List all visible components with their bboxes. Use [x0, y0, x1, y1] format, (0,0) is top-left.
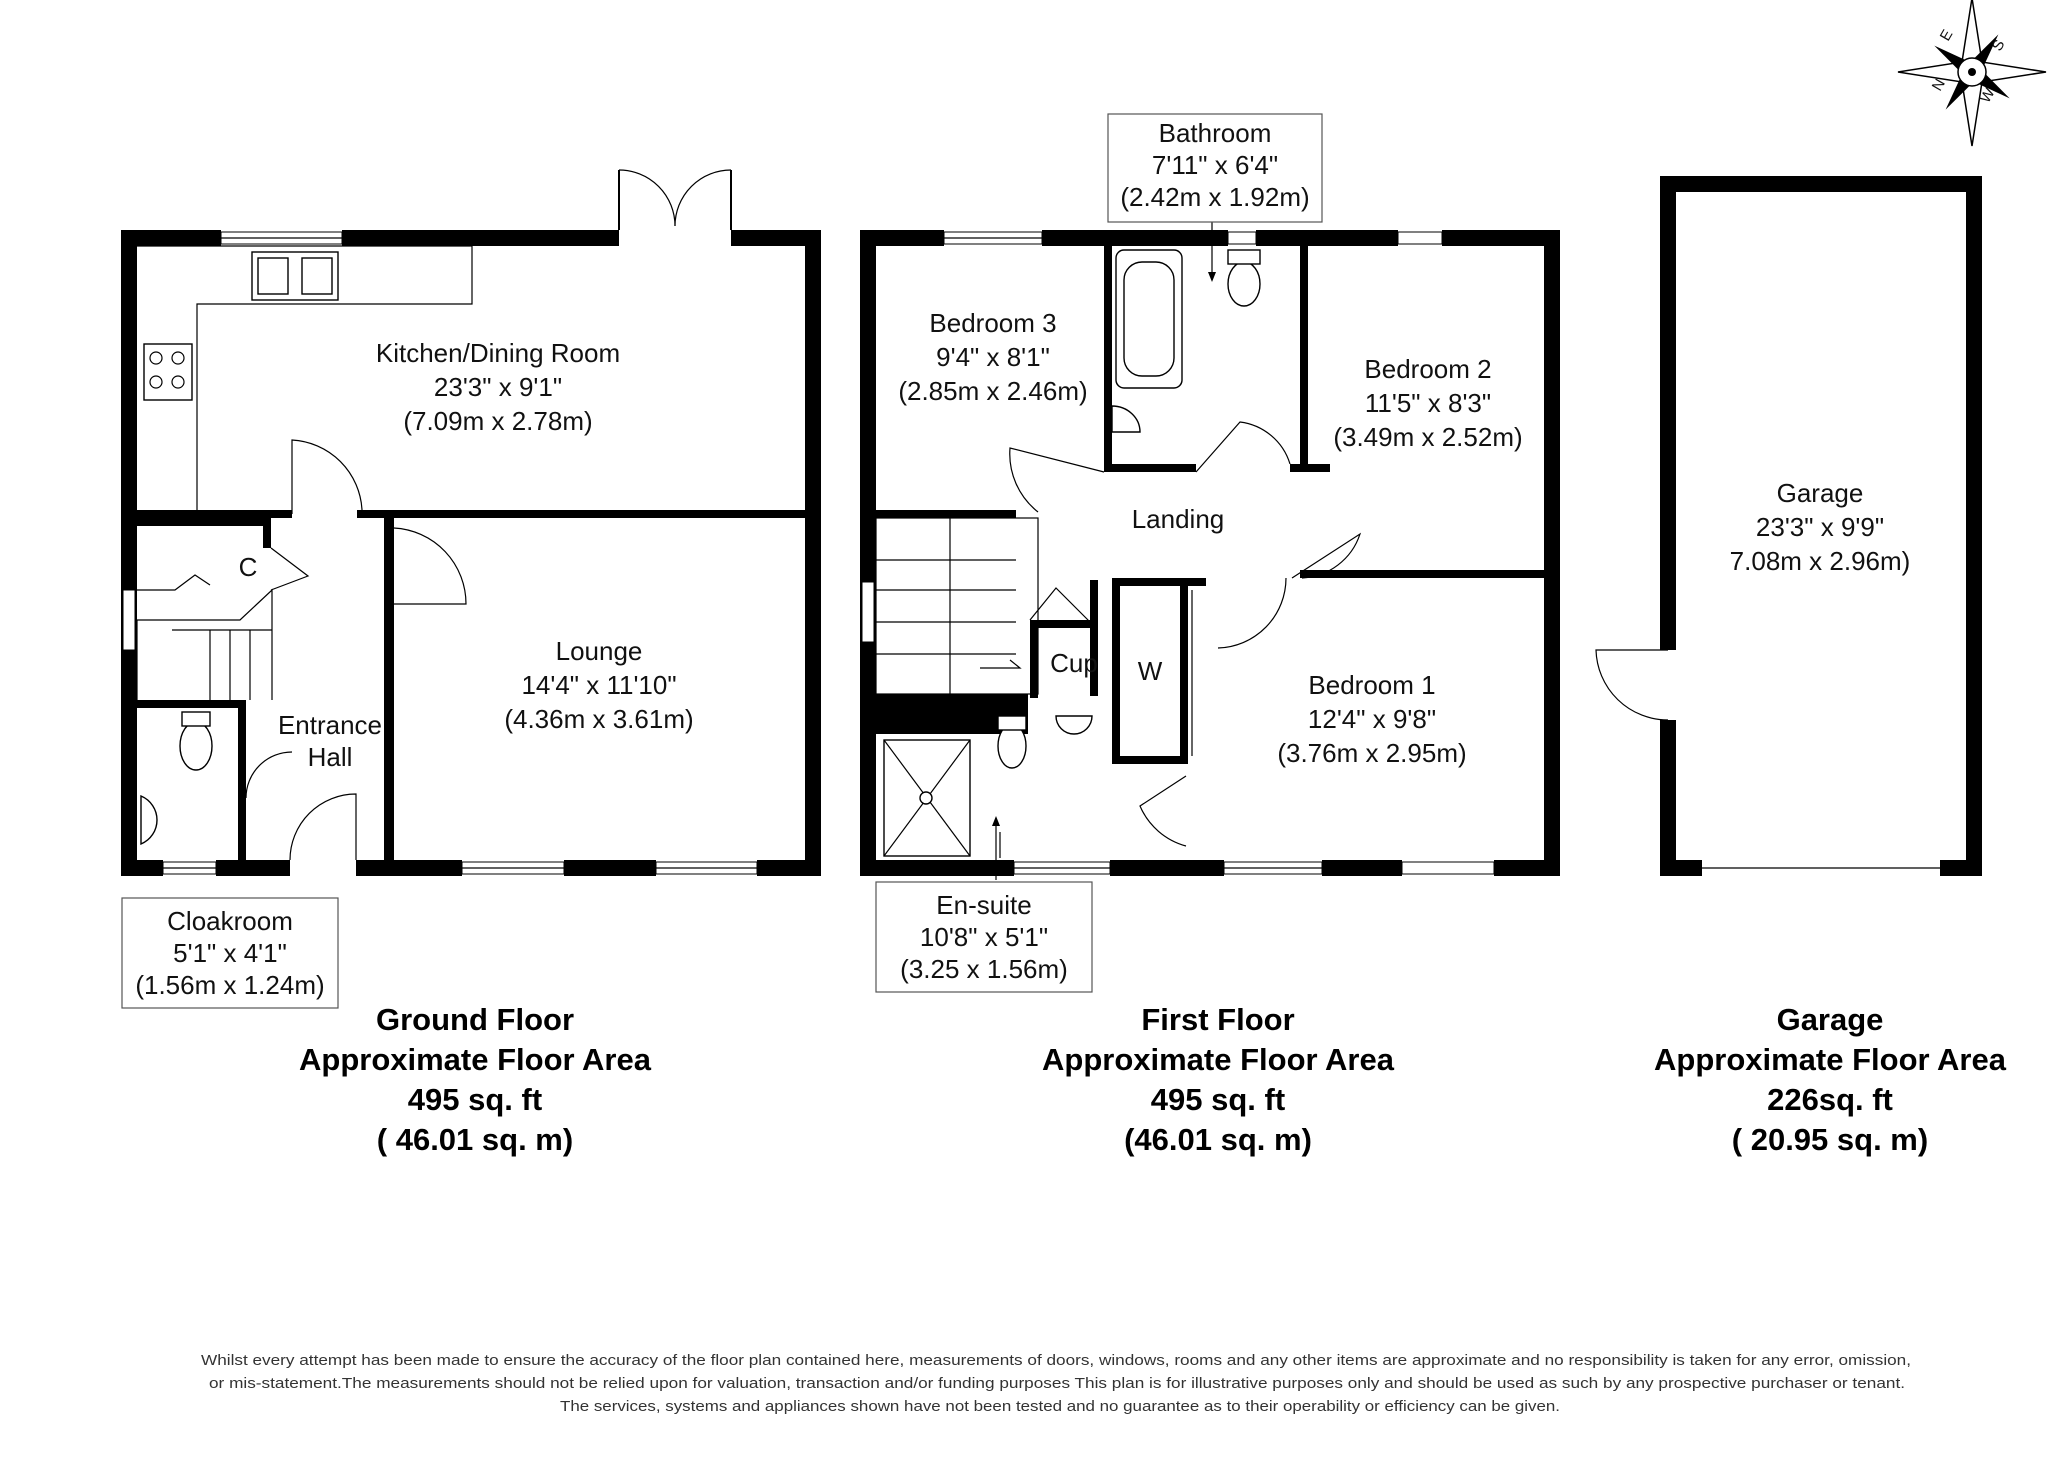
ground-floor-caption: Ground Floor Approximate Floor Area 495 …: [299, 1002, 652, 1157]
first-caption-subtitle: Approximate Floor Area: [1042, 1042, 1395, 1077]
lounge-imperial: 14'4" x 11'10": [521, 670, 676, 700]
garage-imperial: 23'3" x 9'9": [1756, 512, 1884, 542]
bedroom1-name: Bedroom 1: [1308, 670, 1435, 700]
garage-caption-title: Garage: [1777, 1002, 1884, 1037]
kitchen-name: Kitchen/Dining Room: [376, 338, 620, 368]
disclaimer-line-1: Whilst every attempt has been made to en…: [201, 1353, 1911, 1369]
kitchen-metric: (7.09m x 2.78m): [403, 406, 592, 436]
first-caption-sqm: (46.01 sq. m): [1124, 1122, 1312, 1157]
ground-floor-plan: Kitchen/Dining Room 23'3" x 9'1" (7.09m …: [121, 169, 821, 1009]
bathroom-name: Bathroom: [1159, 118, 1272, 148]
bathroom-imperial: 7'11" x 6'4": [1152, 150, 1278, 180]
cloakroom-name: Cloakroom: [167, 906, 293, 936]
first-floor-caption: First Floor Approximate Floor Area 495 s…: [1042, 1002, 1395, 1157]
first-floor-plan: Bedroom 3 9'4" x 8'1" (2.85m x 2.46m) Be…: [860, 113, 1560, 993]
cup-label: Cup: [1050, 648, 1098, 678]
bedroom2-metric: (3.49m x 2.52m): [1333, 422, 1522, 452]
disclaimer: Whilst every attempt has been made to en…: [201, 1353, 1911, 1415]
ground-caption-sqft: 495 sq. ft: [408, 1082, 542, 1117]
first-caption-title: First Floor: [1141, 1002, 1294, 1037]
bedroom2-name: Bedroom 2: [1364, 354, 1491, 384]
garage-plan: Garage 23'3" x 9'9" 7.08m x 2.96m): [1595, 176, 1982, 876]
ensuite-name: En-suite: [936, 890, 1031, 920]
disclaimer-line-3: The services, systems and appliances sho…: [560, 1399, 1560, 1415]
cloakroom-imperial: 5'1" x 4'1": [173, 938, 287, 968]
garage-caption: Garage Approximate Floor Area 226sq. ft …: [1654, 1002, 2007, 1157]
bedroom3-imperial: 9'4" x 8'1": [936, 342, 1050, 372]
lounge-name: Lounge: [556, 636, 643, 666]
bathroom-metric: (2.42m x 1.92m): [1120, 182, 1309, 212]
wardrobe-label: W: [1138, 656, 1163, 686]
garage-caption-sqft: 226sq. ft: [1767, 1082, 1893, 1117]
entrance-hall-line2: Hall: [308, 742, 353, 772]
garage-metric: 7.08m x 2.96m): [1730, 546, 1911, 576]
ground-caption-subtitle: Approximate Floor Area: [299, 1042, 652, 1077]
compass-rose-icon: E S W N: [1897, 0, 2047, 147]
garage-caption-subtitle: Approximate Floor Area: [1654, 1042, 2007, 1077]
cloakroom-metric: (1.56m x 1.24m): [135, 970, 324, 1000]
disclaimer-line-2: or mis-statement.The measurements should…: [209, 1376, 1905, 1392]
ground-caption-sqm: ( 46.01 sq. m): [377, 1122, 573, 1157]
first-caption-sqft: 495 sq. ft: [1151, 1082, 1285, 1117]
bedroom1-imperial: 12'4" x 9'8": [1308, 704, 1436, 734]
bedroom2-imperial: 11'5" x 8'3": [1365, 388, 1491, 418]
kitchen-imperial: 23'3" x 9'1": [434, 372, 562, 402]
landing-label: Landing: [1132, 504, 1225, 534]
ground-caption-title: Ground Floor: [376, 1002, 574, 1037]
lounge-metric: (4.36m x 3.61m): [504, 704, 693, 734]
garage-caption-sqm: ( 20.95 sq. m): [1732, 1122, 1928, 1157]
bedroom1-metric: (3.76m x 2.95m): [1277, 738, 1466, 768]
ensuite-imperial: 10'8" x 5'1": [920, 922, 1048, 952]
compass-letter-s: S: [1989, 37, 2009, 54]
bedroom3-name: Bedroom 3: [929, 308, 1056, 338]
garage-name: Garage: [1777, 478, 1864, 508]
ensuite-metric: (3.25 x 1.56m): [900, 954, 1068, 984]
cupboard-label: C: [239, 552, 258, 582]
entrance-hall-line1: Entrance: [278, 710, 382, 740]
compass-letter-e: E: [1937, 27, 1957, 44]
bedroom3-metric: (2.85m x 2.46m): [898, 376, 1087, 406]
